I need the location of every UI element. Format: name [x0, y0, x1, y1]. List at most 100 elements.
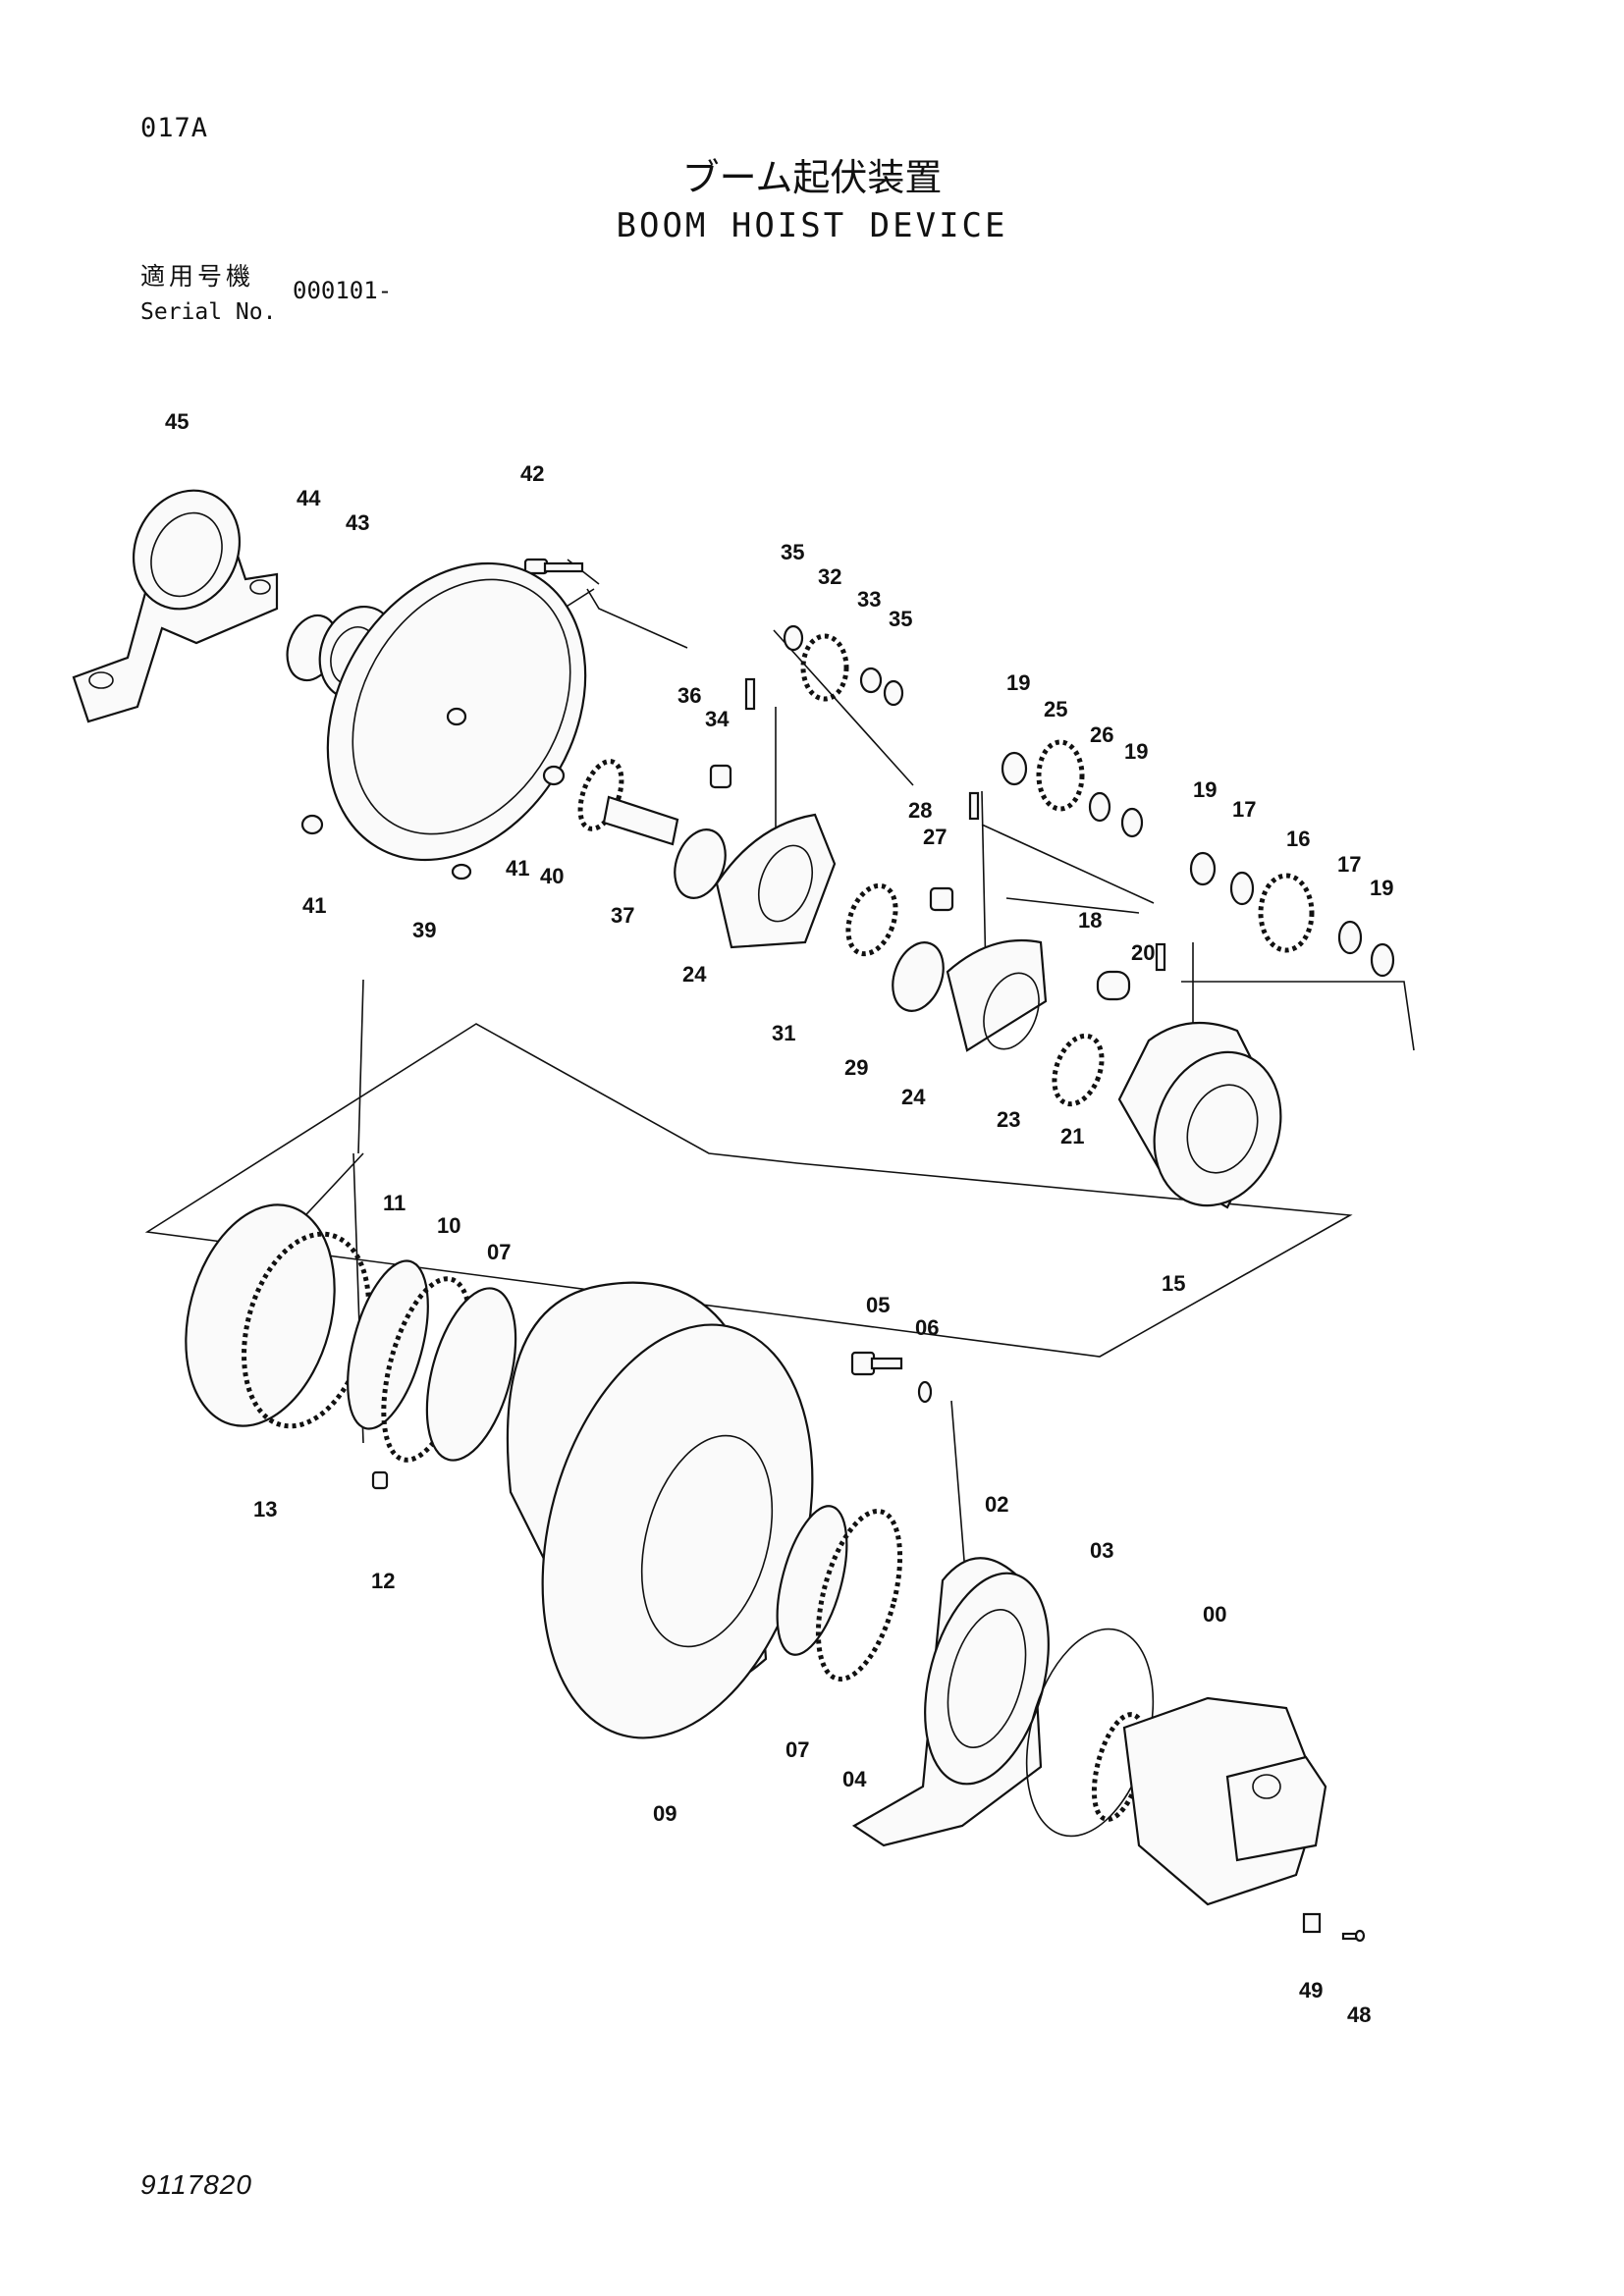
part-label-21: 21	[1060, 1124, 1084, 1148]
thrust-washer	[1120, 807, 1144, 838]
part-label-45: 45	[165, 409, 189, 434]
seal	[425, 1287, 517, 1462]
part-label-02: 02	[985, 1492, 1008, 1517]
support-bracket	[851, 1557, 1050, 1847]
part-label-19: 19	[1006, 670, 1030, 695]
title-japanese: ブーム起伏装置	[681, 156, 943, 199]
part-label-19: 19	[1193, 777, 1217, 802]
pin	[968, 791, 980, 821]
part-label-19: 19	[1370, 876, 1393, 900]
part-label-41: 41	[302, 893, 326, 918]
planet-carrier	[946, 938, 1048, 1052]
part-label-16: 16	[1286, 827, 1310, 851]
part-label-04: 04	[842, 1767, 867, 1791]
part-label-12: 12	[371, 1569, 395, 1593]
name-plate	[1302, 1912, 1322, 1934]
part-label-36: 36	[677, 683, 701, 708]
pillow-block-bracket	[72, 489, 279, 723]
part-label-18: 18	[1078, 908, 1102, 933]
pin	[1096, 970, 1131, 1001]
part-label-17: 17	[1232, 797, 1256, 822]
bushing	[709, 764, 732, 789]
part-label-34: 34	[705, 707, 730, 731]
needle-bearing	[859, 667, 883, 694]
needle-bearing	[1337, 920, 1363, 955]
part-label-17: 17	[1337, 852, 1361, 877]
part-label-28: 28	[908, 798, 932, 823]
thrust-washer	[1001, 751, 1028, 786]
part-label-40: 40	[540, 864, 564, 888]
part-label-11: 11	[383, 1191, 406, 1215]
thrust-washer	[1189, 851, 1217, 886]
needle-bearing	[1229, 871, 1255, 906]
serial-label-english: Serial No.	[140, 299, 277, 325]
planet-gear	[800, 633, 849, 702]
planet-carrier	[715, 813, 837, 949]
winch-drum	[506, 1281, 814, 1739]
assembly-boundary	[144, 1023, 1353, 1358]
part-label-20: 20	[1131, 940, 1155, 965]
part-label-37: 37	[611, 903, 634, 928]
part-label-31: 31	[772, 1021, 795, 1045]
part-label-25: 25	[1044, 697, 1067, 721]
part-label-27: 27	[923, 825, 947, 849]
part-label-26: 26	[1090, 722, 1113, 747]
part-label-35: 35	[889, 607, 912, 631]
hydraulic-motor-assembly	[1091, 1696, 1327, 1906]
part-label-48: 48	[1347, 2002, 1371, 2027]
bolt	[850, 1351, 903, 1376]
thrust-plate	[892, 941, 945, 1012]
thrust-washer	[783, 624, 804, 652]
plug	[542, 765, 566, 786]
pin	[744, 677, 756, 711]
page-code: 017A	[140, 113, 209, 143]
part-label-03: 03	[1090, 1538, 1113, 1563]
pin	[1155, 942, 1166, 972]
thrust-plate	[674, 828, 727, 899]
rivet	[1341, 1929, 1366, 1943]
thrust-washer	[1370, 942, 1395, 978]
serial-label-japanese: 適用号機	[140, 262, 255, 291]
bearing	[776, 1505, 848, 1656]
part-label-05: 05	[866, 1293, 890, 1317]
plug	[371, 1470, 389, 1490]
part-label-06: 06	[915, 1315, 939, 1340]
needle-bearing	[1088, 791, 1111, 823]
part-label-35: 35	[781, 540, 804, 564]
bushing	[929, 886, 954, 912]
washer	[917, 1380, 933, 1404]
part-label-33: 33	[857, 587, 881, 612]
cover-plate	[326, 561, 587, 862]
part-label-10: 10	[437, 1213, 460, 1238]
sun-gear	[845, 882, 898, 957]
part-label-32: 32	[818, 564, 841, 589]
part-label-23: 23	[997, 1107, 1020, 1132]
part-label-07: 07	[487, 1240, 511, 1264]
document-number: 9117820	[140, 2169, 252, 2200]
planet-gear	[1036, 739, 1085, 812]
part-label-49: 49	[1299, 1978, 1323, 2002]
part-label-09: 09	[653, 1801, 677, 1826]
plug	[451, 863, 472, 881]
part-label-43: 43	[346, 510, 369, 535]
ring-gear-housing	[1117, 1021, 1282, 1209]
part-label-44: 44	[297, 486, 321, 510]
part-label-42: 42	[520, 461, 544, 486]
sun-gear-shaft	[577, 759, 679, 846]
part-label-15: 15	[1162, 1271, 1185, 1296]
seal	[815, 1508, 903, 1682]
sun-gear	[1052, 1033, 1105, 1107]
part-label-07: 07	[785, 1737, 809, 1762]
part-label-24: 24	[682, 962, 707, 987]
serial-number-value: 000101-	[293, 277, 393, 304]
bolt	[523, 558, 584, 575]
spacer-ring	[347, 1259, 429, 1430]
part-label-41: 41	[506, 856, 529, 881]
part-label-24: 24	[901, 1085, 926, 1109]
title-english: BOOM HOIST DEVICE	[616, 206, 1008, 245]
plug	[300, 814, 324, 835]
part-label-39: 39	[412, 918, 436, 942]
part-label-13: 13	[253, 1497, 277, 1522]
